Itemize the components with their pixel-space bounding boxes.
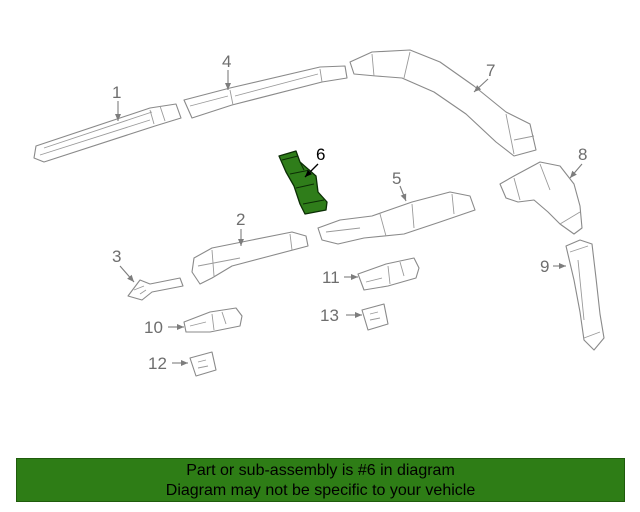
part-11-duct bbox=[357, 257, 420, 291]
callout-11: 11 bbox=[322, 268, 340, 287]
callout-12: 12 bbox=[148, 354, 167, 373]
part-4-duct bbox=[183, 65, 348, 119]
part-8-elbow bbox=[499, 161, 583, 235]
callout-4: 4 bbox=[222, 52, 231, 71]
part-10-duct bbox=[183, 307, 243, 333]
part-9-duct bbox=[565, 239, 605, 351]
parts-diagram: 1 4 7 8 9 6 5 2 bbox=[33, 49, 605, 377]
part-6-highlighted-duct bbox=[278, 150, 328, 215]
callout-1: 1 bbox=[112, 83, 121, 102]
leader-5 bbox=[399, 185, 407, 202]
callout-5: 5 bbox=[392, 169, 401, 188]
callout-6: 6 bbox=[316, 145, 325, 164]
leader-8 bbox=[569, 163, 583, 179]
part-12-plate bbox=[189, 351, 217, 377]
part-13-plate bbox=[361, 303, 389, 331]
leader-3 bbox=[119, 265, 135, 283]
callout-2: 2 bbox=[236, 210, 245, 229]
info-banner: Part or sub-assembly is #6 in diagram Di… bbox=[16, 458, 625, 502]
part-2-duct bbox=[191, 231, 309, 285]
callout-10: 10 bbox=[144, 318, 163, 337]
leader-7 bbox=[473, 78, 489, 93]
part-3-bracket bbox=[127, 277, 184, 301]
callout-13: 13 bbox=[320, 306, 339, 325]
part-1-duct bbox=[33, 103, 182, 163]
callout-8: 8 bbox=[578, 145, 587, 164]
part-5-duct bbox=[317, 191, 476, 245]
callout-7: 7 bbox=[486, 61, 495, 80]
leader-6 bbox=[304, 163, 319, 178]
part-7-duct bbox=[349, 49, 537, 157]
banner-line-disclaimer: Diagram may not be specific to your vehi… bbox=[165, 482, 476, 499]
callout-9: 9 bbox=[540, 257, 549, 276]
banner-line-part: Part or sub-assembly is #6 in diagram bbox=[186, 462, 455, 479]
callout-3: 3 bbox=[112, 247, 121, 266]
